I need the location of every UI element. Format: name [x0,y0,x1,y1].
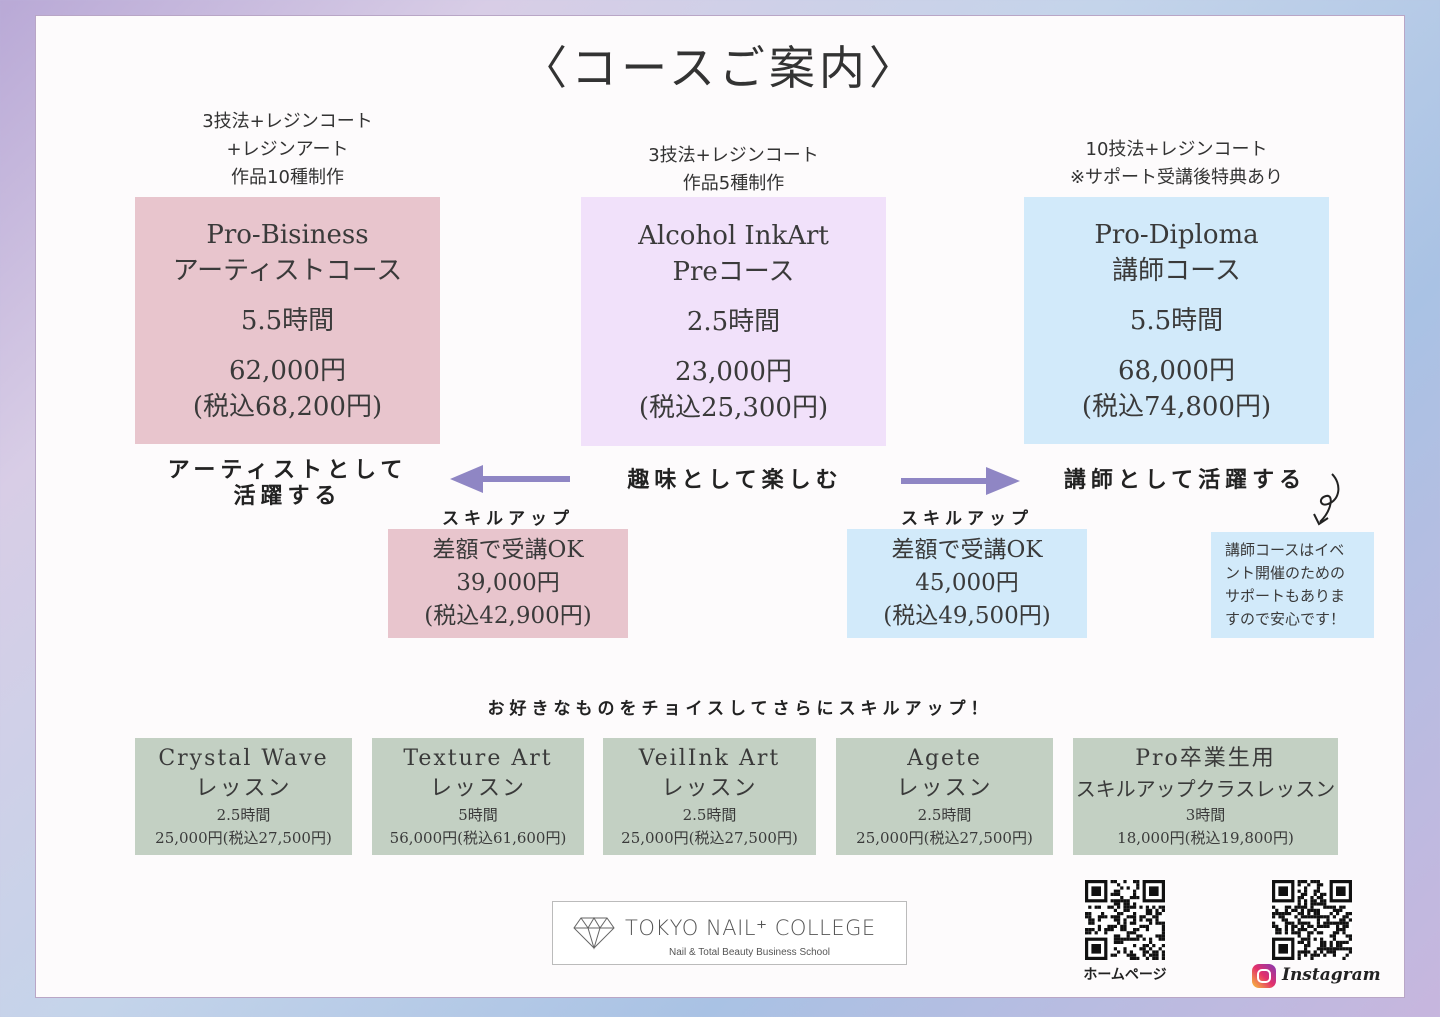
course-name: アーティストコース [172,255,403,286]
path-line: アーティストとして [167,458,408,483]
skillup-line: 39,000円 [456,570,560,596]
skillup-box-teacher: 差額で受講OK 45,000円 (税込49,500円) [847,529,1087,638]
logo-name: TOKYO NAIL⁺ COLLEGE [625,916,876,940]
skillup-line: 差額で受講OK [891,537,1043,563]
course-note-3: 10技法+レジンコート ※サポート受講後特典あり [1024,136,1329,192]
note-line: ※サポート受講後特典あり [1069,167,1284,188]
lesson-crystal-wave: Crystal Wave レッスン 2.5時間 25,000円(税込27,500… [135,738,352,855]
course-note-1: 3技法+レジンコート +レジンアート 作品10種制作 [135,108,440,192]
course-name: Pro-Bisiness [206,219,369,250]
course-card-pro-diploma: Pro-Diploma 講師コース 5.5時間 68,000円 (税込74,80… [1024,197,1329,444]
instagram-qr-code[interactable] [1272,880,1352,960]
page-title: 〈コースご案内〉 [521,41,919,95]
course-name: 講師コース [1112,255,1241,286]
skillup-label: スキルアップ [901,509,1033,529]
course-price: 68,000円 [1118,355,1235,386]
arrow-right-icon [901,467,1020,495]
lesson-veilink-art: VeilInk Art レッスン 2.5時間 25,000円(税込27,500円… [603,738,816,855]
lesson-name: Crystal Wave [158,745,329,771]
teacher-support-note: 講師コースはイベ ント開催のための サポートもありま すので安心です！ [1211,532,1374,638]
skillup-line: (税込49,500円) [883,603,1051,629]
course-name: Alcohol InkArt [638,220,829,251]
lesson-hours: 3時間 [1185,805,1226,824]
lesson-name: Texture Art [403,745,553,771]
arrow-left-icon [450,465,570,493]
course-hours: 5.5時間 [240,305,335,336]
instagram-icon [1252,964,1276,988]
lesson-agete: Agete レッスン 2.5時間 25,000円(税込27,500円) [836,738,1053,855]
lesson-price: 18,000円(税込19,800円) [1117,828,1294,847]
lesson-hours: 2.5時間 [917,805,972,824]
course-hours: 2.5時間 [686,306,781,337]
lesson-price: 25,000円(税込27,500円) [856,828,1033,847]
note-line: ント開催のための [1225,564,1346,582]
lesson-price: 25,000円(税込27,500円) [621,828,798,847]
course-card-pro-business: Pro-Bisiness アーティストコース 5.5時間 62,000円 (税込… [135,197,440,444]
course-price-tax: (税込25,300円) [638,392,829,423]
skillup-line: 45,000円 [915,570,1019,596]
lesson-name: Agete [907,745,982,771]
instagram-label[interactable]: Instagram [1282,965,1381,985]
note-line: 講師コースはイベ [1225,541,1345,559]
curly-arrow-icon [1313,473,1340,526]
note-line: 10技法+レジンコート [1085,139,1268,160]
course-price-tax: (税込74,800円) [1081,391,1272,422]
lesson-name: VeilInk Art [638,745,781,771]
homepage-qr-code[interactable] [1085,880,1165,960]
note-line: 3技法+レジンコート [202,111,373,132]
lesson-name: レッスン [429,775,526,801]
college-logo: TOKYO NAIL⁺ COLLEGE Nail & Total Beauty … [552,901,907,965]
lesson-texture-art: Texture Art レッスン 5時間 56,000円(税込61,600円) [372,738,584,855]
path-artist: アーティストとして 活躍する [140,458,435,510]
skillup-line: (税込42,900円) [424,603,592,629]
lesson-name: レッスン [896,775,993,801]
diamond-icon [573,917,615,950]
lesson-hours: 2.5時間 [682,805,737,824]
course-note-2: 3技法+レジンコート 作品5種制作 [581,142,886,198]
path-teacher: 講師として活躍する [1063,468,1307,493]
lesson-hours: 2.5時間 [216,805,271,824]
skillup-label: スキルアップ [442,509,574,529]
note-line: サポートもありま [1225,587,1346,605]
lesson-pro-graduate: Pro卒業生用 スキルアップクラスレッスン 3時間 18,000円(税込19,8… [1073,738,1338,855]
lesson-name: Pro卒業生用 [1135,745,1276,771]
course-name: Preコース [672,256,795,287]
path-line: 活躍する [233,484,342,509]
note-line: +レジンアート [226,139,349,160]
note-line: 3技法+レジンコート [648,145,819,166]
course-hours: 5.5時間 [1129,305,1224,336]
skillup-line: 差額で受講OK [432,537,584,563]
course-name: Pro-Diploma [1094,219,1259,250]
choice-heading: お好きなものをチョイスしてさらにスキルアップ！ [487,699,993,719]
course-card-alcohol-inkart: Alcohol InkArt Preコース 2.5時間 23,000円 (税込2… [581,197,886,446]
homepage-label[interactable]: ホームページ [1083,967,1167,983]
note-line: 作品10種制作 [231,167,344,188]
course-price: 23,000円 [675,356,792,387]
logo-tagline: Nail & Total Beauty Business School [669,947,831,958]
lesson-name: レッスン [661,775,758,801]
note-line: すので安心です！ [1225,610,1346,628]
skillup-box-artist: 差額で受講OK 39,000円 (税込42,900円) [388,529,628,638]
lesson-hours: 5時間 [458,805,498,824]
path-hobby: 趣味として楽しむ [627,468,843,493]
lesson-name: レッスン [195,775,292,801]
course-price: 62,000円 [229,355,346,386]
lesson-price: 56,000円(税込61,600円) [389,828,567,847]
note-line: 作品5種制作 [682,173,785,194]
course-price-tax: (税込68,200円) [192,391,383,422]
lesson-price: 25,000円(税込27,500円) [155,828,332,847]
lesson-name: スキルアップクラスレッスン [1075,776,1336,801]
